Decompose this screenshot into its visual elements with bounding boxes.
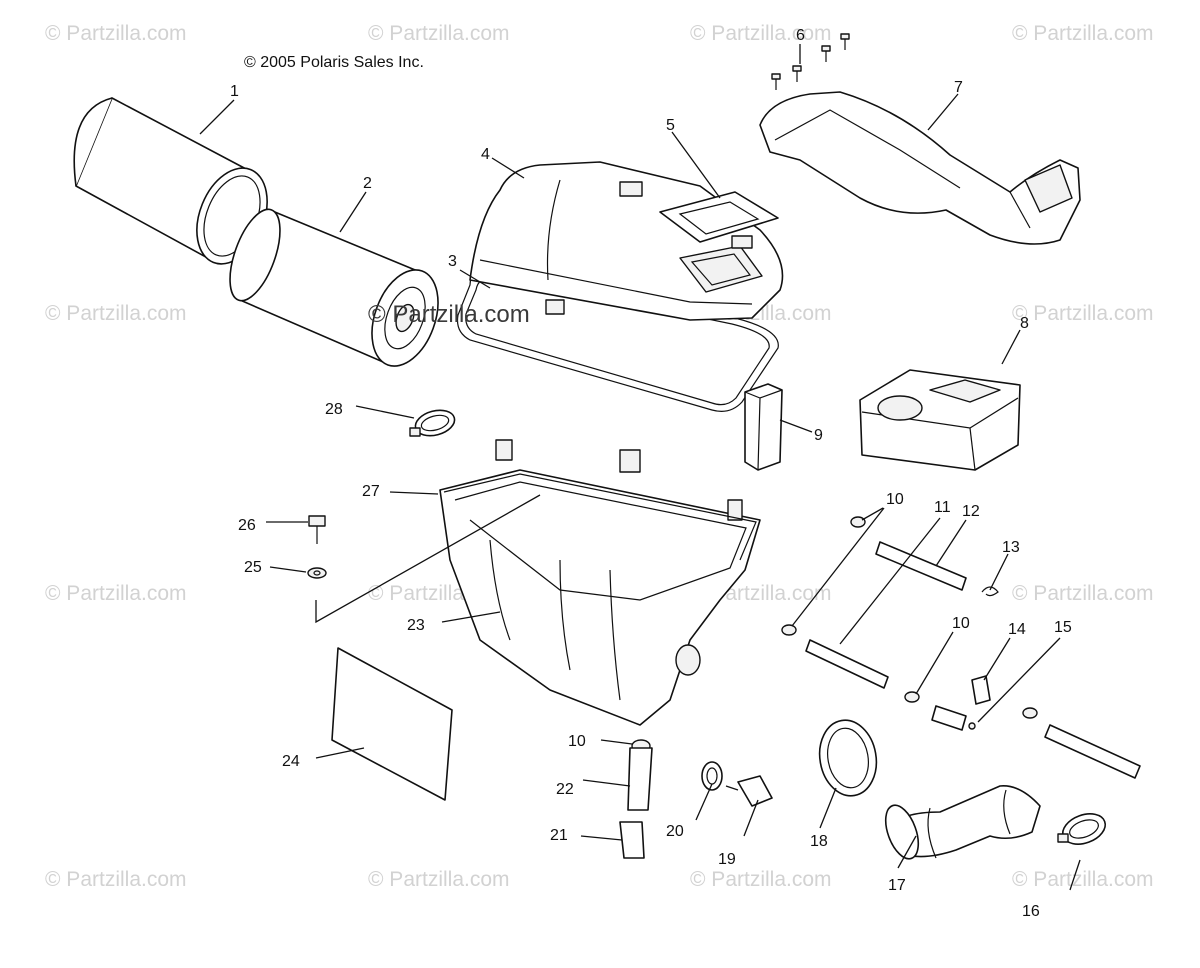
watermark: © Partzilla.com (1012, 868, 1154, 891)
part-13-clip[interactable] (981, 586, 999, 597)
part-24-panel[interactable] (331, 647, 453, 801)
callout-15: 15 (1054, 619, 1072, 636)
part-8-foam-block[interactable] (859, 369, 1021, 471)
watermark: © Partzilla.com (1012, 22, 1154, 45)
callout-28: 28 (325, 401, 343, 418)
callout-9: 9 (814, 427, 823, 444)
callout-10a: 10 (886, 491, 904, 508)
copyright-notice: © 2005 Polaris Sales Inc. (244, 54, 424, 71)
callout-20: 20 (666, 823, 684, 840)
part-23-airbox-body[interactable] (439, 439, 761, 726)
callout-16: 16 (1022, 903, 1040, 920)
callout-2: 2 (363, 175, 372, 192)
part-11-hose[interactable] (805, 639, 889, 689)
watermark: © Partzilla.com (690, 868, 832, 891)
watermark: © Partzilla.com (45, 582, 187, 605)
callout-12: 12 (962, 503, 980, 520)
callout-6: 6 (796, 27, 805, 44)
part-16-clamp[interactable] (1057, 808, 1109, 849)
callout-1: 1 (230, 83, 239, 100)
part-4-lid[interactable] (469, 161, 784, 321)
callout-11: 11 (934, 499, 951, 516)
watermark-layer: © Partzilla.com © Partzilla.com © Partzi… (45, 22, 1154, 891)
callout-10b: 10 (952, 615, 970, 632)
callout-24: 24 (282, 753, 300, 770)
callout-8: 8 (1020, 315, 1029, 332)
callout-17: 17 (888, 877, 906, 894)
part-22-drain-tube[interactable] (627, 747, 653, 811)
callout-21: 21 (550, 827, 568, 844)
callout-14: 14 (1008, 621, 1026, 638)
callout-19: 19 (718, 851, 736, 868)
part-17-intake-boot[interactable] (879, 785, 1041, 863)
watermark-foreground: © Partzilla.com (368, 301, 530, 328)
watermark: © Partzilla.com (368, 22, 510, 45)
part-18-ring[interactable] (814, 716, 882, 801)
part-14-bracket[interactable] (971, 675, 991, 705)
callout-10c: 10 (568, 733, 586, 750)
part-26-bolt[interactable] (308, 515, 326, 544)
watermark: © Partzilla.com (45, 868, 187, 891)
part-21-drain[interactable] (619, 821, 645, 859)
watermark: © Partzilla.com (45, 302, 187, 325)
watermark: © Partzilla.com (368, 868, 510, 891)
part-19-sensor[interactable] (725, 775, 773, 807)
callout-3: 3 (448, 253, 457, 270)
watermark: © Partzilla.com (690, 22, 832, 45)
callout-18: 18 (810, 833, 828, 850)
part-6-screws[interactable] (771, 33, 850, 90)
part-15-valve[interactable] (931, 705, 976, 731)
callout-22: 22 (556, 781, 574, 798)
callout-25: 25 (244, 559, 262, 576)
part-9-foam-strip[interactable] (744, 383, 783, 471)
callout-4: 4 (481, 146, 490, 163)
part-5-inlet-plate[interactable] (659, 191, 779, 243)
watermark: © Partzilla.com (1012, 302, 1154, 325)
part-28-clamp[interactable] (409, 406, 457, 440)
part-12-hose[interactable] (875, 541, 967, 591)
callout-labels: 1 2 3 4 5 6 7 8 9 10 11 12 13 10 14 15 1… (230, 27, 1072, 920)
watermark: © Partzilla.com (1012, 582, 1154, 605)
callout-13: 13 (1002, 539, 1020, 556)
part-7-intake-duct[interactable] (759, 91, 1081, 245)
callout-7: 7 (954, 79, 963, 96)
callout-5: 5 (666, 117, 675, 134)
part-20-grommet[interactable] (701, 761, 723, 791)
callout-26: 26 (238, 517, 256, 534)
part-hose-right[interactable] (1044, 724, 1141, 779)
leader-lines (199, 44, 1081, 891)
part-25-washer[interactable] (307, 567, 327, 579)
watermark: © Partzilla.com (45, 22, 187, 45)
callout-23: 23 (407, 617, 425, 634)
part-27-gasket[interactable] (443, 473, 757, 561)
callout-27: 27 (362, 483, 380, 500)
part-2-air-filter[interactable] (220, 203, 451, 375)
